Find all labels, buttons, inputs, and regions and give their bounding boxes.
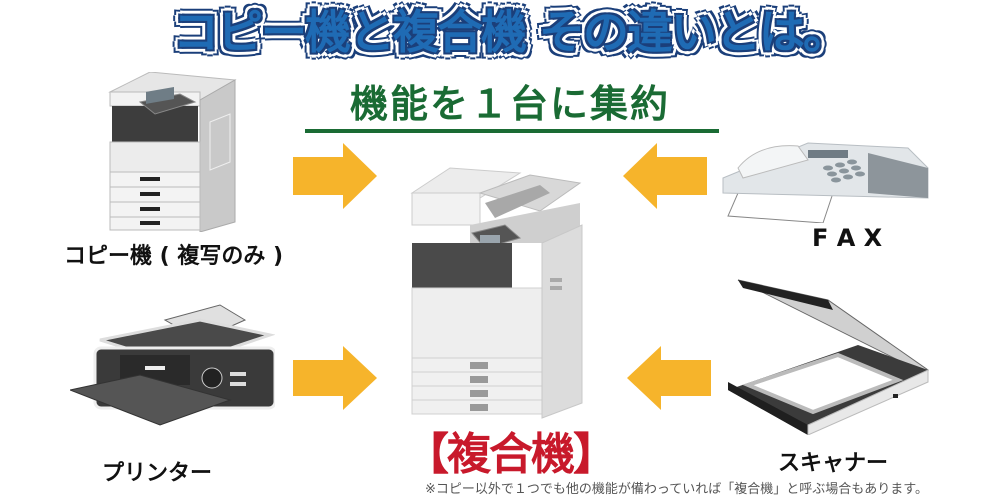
fax-icon xyxy=(718,138,933,224)
multifunction-printer-label: 【複合機】 xyxy=(405,429,617,480)
arrow-left-icon xyxy=(623,143,707,209)
printer-label: プリンター xyxy=(102,461,213,486)
scanner-label: スキャナー xyxy=(778,451,889,476)
subtitle: 機能を１台に集約 xyxy=(349,82,670,126)
page-title: コピー機と複合機 その違いとは。 xyxy=(172,5,849,59)
footnote: ※コピー以外で１つでも他の機能が備わっていれば「複合機」と呼ぶ場合もあります。 xyxy=(425,482,928,497)
arrow-left-icon xyxy=(627,346,711,410)
copier-icon xyxy=(100,71,250,233)
multifunction-printer-icon xyxy=(410,163,585,420)
copier-label: コピー機 ( 複写のみ ) xyxy=(64,244,284,269)
scanner-icon xyxy=(718,270,933,436)
subtitle-underline xyxy=(305,129,719,133)
arrow-right-icon xyxy=(293,346,377,410)
arrow-right-icon xyxy=(293,143,377,209)
fax-label: F A X xyxy=(812,224,883,252)
printer-icon xyxy=(68,300,277,430)
